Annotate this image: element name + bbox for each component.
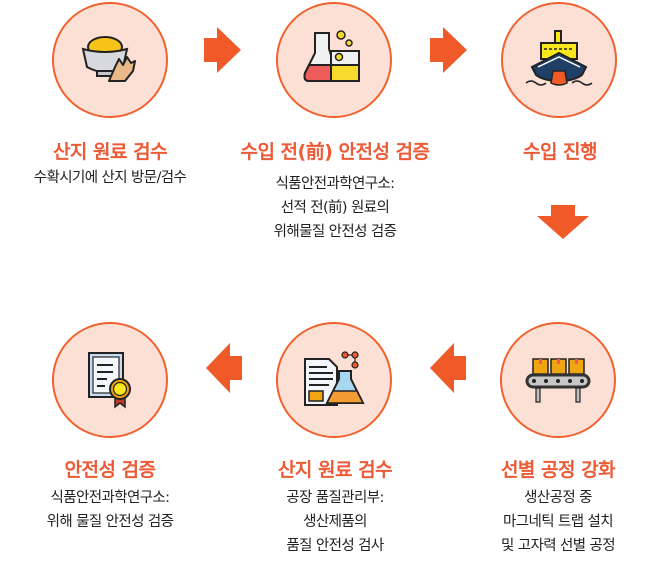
arrow-right-icon: [204, 27, 241, 73]
step-5-title: 산지 원료 검수: [277, 459, 393, 481]
step-5-circle: [276, 322, 392, 438]
step-5-desc-line: 공장 품질관리부:: [286, 490, 384, 506]
step-3-circle: [501, 2, 617, 118]
step-2-circle: [276, 2, 392, 118]
step-1-desc-line: 수확시기에 산지 방문/검수: [33, 170, 187, 186]
step-6-desc-line: 위해 물질 안전성 검증: [46, 514, 174, 530]
ginger-powder-bowl-icon: [81, 36, 136, 82]
step-4-desc-line: 및 고자력 선별 공정: [501, 538, 616, 554]
step-5-desc-line: 품질 안전성 검사: [286, 538, 384, 554]
step-6-circle: [52, 322, 168, 438]
step-2-desc-line: 식품안전과학연구소:: [275, 176, 396, 192]
step-1-circle: [52, 2, 168, 118]
step-6-desc-line: 식품안전과학연구소:: [50, 490, 171, 506]
step-1-description: 수확시기에 산지 방문/검수: [0, 166, 230, 190]
step-4-desc-line: 생산공정 중: [524, 490, 592, 506]
arrow-left-icon: [206, 343, 242, 393]
step-3-title: 수입 진행: [522, 141, 598, 163]
step-4-circle: [500, 322, 616, 438]
lab-report-flask-icon: [304, 351, 365, 406]
step-1-title: 산지 원료 검수: [52, 141, 168, 163]
step-2-desc-line: 위해물질 안전성 검증: [273, 224, 397, 240]
step-2-description: 식품안전과학연구소: 선적 전(前) 원료의 위해물질 안전성 검증: [215, 172, 455, 244]
lab-flasks-icon: [303, 30, 360, 82]
step-2-title: 수입 전(前) 안전성 검증: [240, 141, 430, 163]
step-4-description: 생산공정 중 마그네틱 트랩 설치 및 고자력 선별 공정: [438, 486, 670, 558]
step-4-desc-line: 마그네틱 트랩 설치: [503, 514, 614, 530]
certificate-icon: [88, 352, 131, 409]
step-5-desc-line: 생산제품의: [303, 514, 367, 530]
arrow-right-icon: [430, 27, 467, 73]
step-4-title: 선별 공정 강화: [500, 459, 616, 481]
step-6-title: 안전성 검증: [64, 459, 156, 481]
conveyor-belt-icon: [525, 358, 591, 403]
step-6-description: 식품안전과학연구소: 위해 물질 안전성 검증: [0, 486, 230, 534]
arrow-left-icon: [430, 343, 466, 393]
step-2-desc-line: 선적 전(前) 원료의: [280, 200, 390, 216]
cargo-ship-icon: [525, 30, 593, 86]
arrow-down-icon: [537, 205, 589, 239]
step-5-description: 공장 품질관리부: 생산제품의 품질 안전성 검사: [215, 486, 455, 558]
